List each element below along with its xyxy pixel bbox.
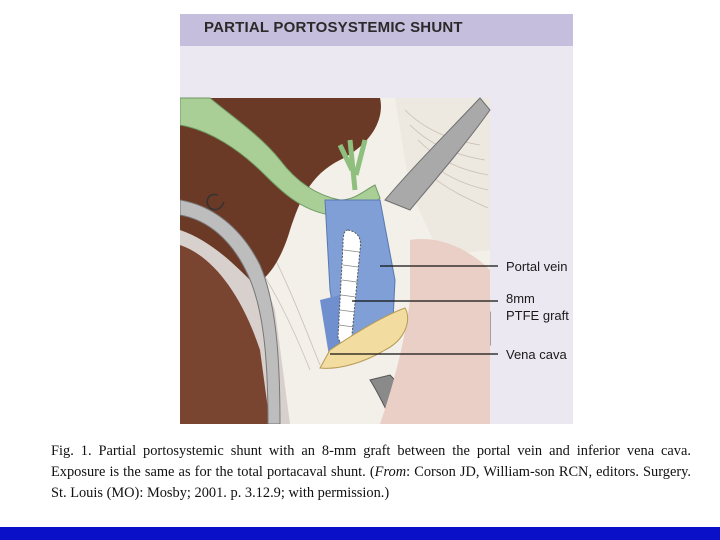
caption-text: Fig. 1. Partial portosystemic shunt with…: [51, 443, 691, 480]
liver-lower-lobe: [180, 245, 270, 424]
duodenum: [380, 239, 490, 424]
figure-title-band: [180, 14, 573, 46]
figure-caption: Fig. 1. Partial portosystemic shunt with…: [51, 441, 691, 504]
caption-citation: : Corson JD, William-son RCN, editors. S…: [51, 464, 691, 501]
gallbladder: [180, 97, 381, 217]
suture-hook: [206, 193, 225, 211]
graft-rings: [338, 249, 360, 328]
upper-retractor: [384, 97, 491, 211]
label-portal-vein: Portal vein: [506, 259, 568, 274]
label-leader-lines: [330, 265, 498, 355]
bottom-bar: [0, 527, 720, 540]
left-retractor: [180, 199, 281, 424]
label-vena-cava: Vena cava: [506, 347, 567, 362]
figure-title: PARTIAL PORTOSYSTEMIC SHUNT: [204, 19, 463, 36]
bile-duct-branches: [337, 139, 368, 191]
label-graft-type: PTFE graft: [506, 308, 569, 323]
pancreas: [319, 307, 409, 369]
caption-from: From: [374, 464, 407, 480]
label-graft-size: 8mm: [506, 291, 535, 306]
surgical-illustration: [180, 97, 498, 424]
